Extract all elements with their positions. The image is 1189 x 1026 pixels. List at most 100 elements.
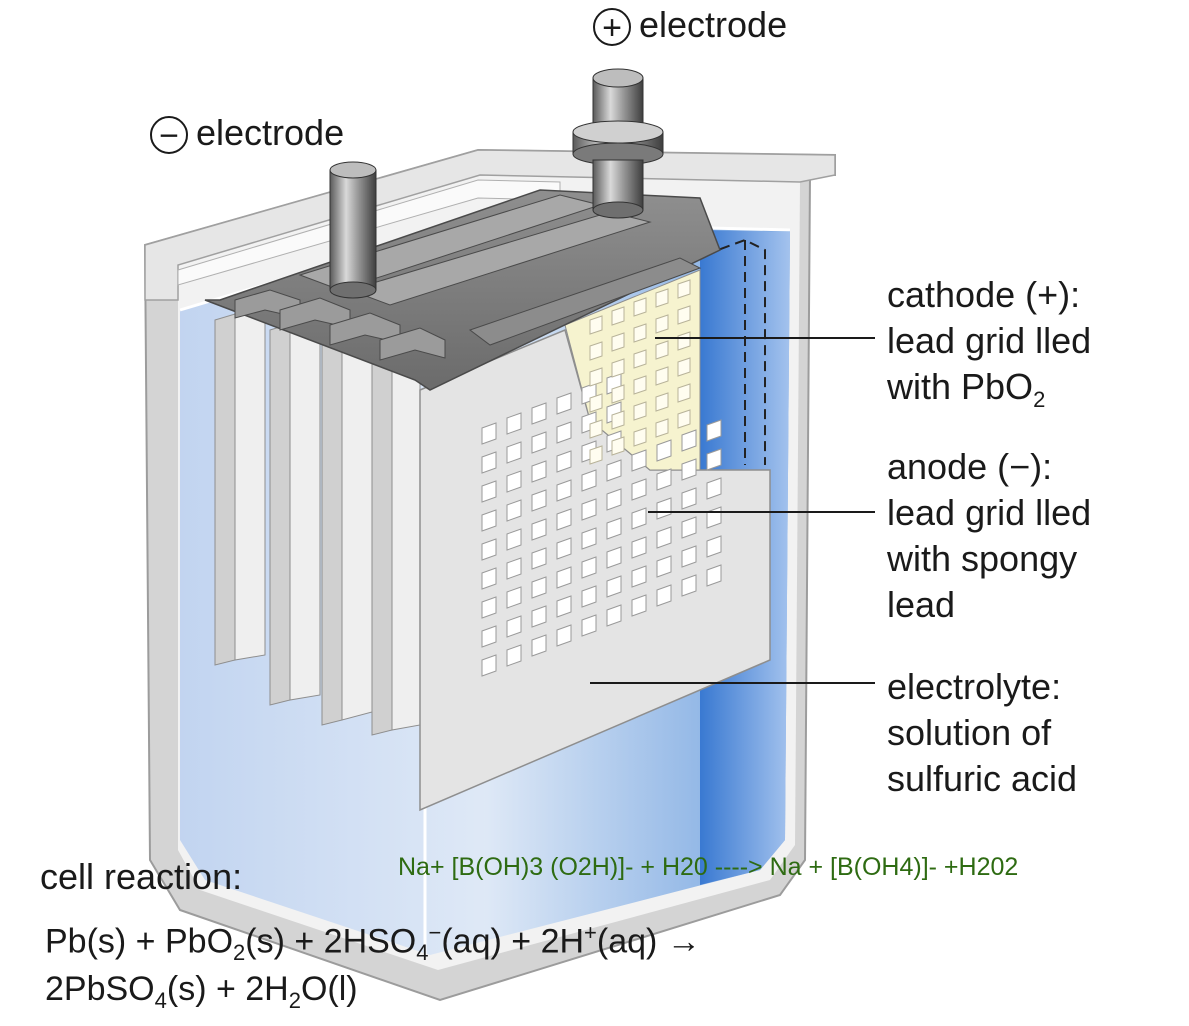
grid-cell xyxy=(589,367,603,387)
grid-cell xyxy=(611,358,625,378)
grid-cell xyxy=(633,297,647,317)
grid-cell xyxy=(656,555,672,578)
grid-cell xyxy=(506,412,522,435)
anode-label-line3: with spongy xyxy=(887,538,1078,579)
grid-cell xyxy=(706,419,722,442)
grid-cell xyxy=(655,392,669,412)
grid-cell xyxy=(706,564,722,587)
grid-cell xyxy=(506,557,522,580)
grid-cell xyxy=(556,421,572,444)
grid-cell xyxy=(611,436,625,456)
grid-cell xyxy=(556,508,572,531)
grid-cell xyxy=(481,422,497,445)
grid-cell xyxy=(531,518,547,541)
grid-cell xyxy=(631,536,647,559)
grid-cell xyxy=(655,314,669,334)
grid-cell xyxy=(481,480,497,503)
grid-cell xyxy=(581,614,597,637)
grid-cell xyxy=(631,449,647,472)
eq2-part-a: 2PbSO xyxy=(45,970,155,1008)
grid-cell xyxy=(677,305,691,325)
grid-cell xyxy=(581,469,597,492)
grid-cell xyxy=(681,429,697,452)
grid-cell xyxy=(633,349,647,369)
anode-label-line1: anode (−): xyxy=(887,446,1053,487)
grid-cell xyxy=(655,418,669,438)
grid-cell xyxy=(531,460,547,483)
grid-cell xyxy=(556,450,572,473)
grid-cell xyxy=(581,556,597,579)
grid-cell xyxy=(655,288,669,308)
grid-cell xyxy=(506,615,522,638)
grid-cell xyxy=(481,538,497,561)
grid-cell xyxy=(506,644,522,667)
negative-terminal xyxy=(329,161,377,299)
grid-cell xyxy=(506,528,522,551)
grid-cell xyxy=(611,410,625,430)
positive-electrode-label: +electrode xyxy=(593,4,788,47)
electrolyte-label: electrolyte: solution of sulfuric acid xyxy=(887,664,1077,802)
grid-cell xyxy=(531,634,547,657)
grid-cell xyxy=(506,499,522,522)
grid-cell xyxy=(481,509,497,532)
grid-cell xyxy=(556,537,572,560)
grid-cell xyxy=(633,427,647,447)
grid-cell xyxy=(589,341,603,361)
eq1-part-a: Pb(s) + PbO xyxy=(45,922,234,961)
eq2-part-c: O(l) xyxy=(300,970,358,1008)
grid-cell xyxy=(506,470,522,493)
grid-cell xyxy=(633,375,647,395)
eq1-sub-b: 4 xyxy=(416,940,429,966)
grid-cell xyxy=(633,401,647,421)
electrolyte-label-line2: solution of xyxy=(887,712,1052,753)
grid-cell xyxy=(481,451,497,474)
positive-electrode-text: electrode xyxy=(639,4,788,45)
cathode-grid xyxy=(589,279,691,465)
grid-cell xyxy=(531,431,547,454)
leader-lines xyxy=(590,337,875,684)
minus-sign-icon: − xyxy=(150,116,188,155)
cell-reaction-equation-line2: 2PbSO4(s) + 2H2O(l) xyxy=(45,970,358,1014)
grid-cell xyxy=(531,402,547,425)
grid-cell xyxy=(656,468,672,491)
grid-cell xyxy=(656,526,672,549)
grid-cell xyxy=(611,384,625,404)
grid-cell xyxy=(589,419,603,439)
eq1-part-d: (aq) → xyxy=(596,922,701,961)
grid-cell xyxy=(606,546,622,569)
grid-cell xyxy=(531,605,547,628)
negative-electrode-text: electrode xyxy=(196,112,345,153)
cathode-label-line3: with PbO2 xyxy=(887,364,1091,423)
plus-sign-icon: + xyxy=(593,8,631,47)
grid-cell xyxy=(606,488,622,511)
grid-cell xyxy=(655,366,669,386)
eq2-sub-b: 2 xyxy=(288,987,301,1013)
grid-cell xyxy=(656,584,672,607)
grid-cell xyxy=(656,439,672,462)
handwritten-reaction-note: Na+ [B(OH)3 (O2H)]- + H20 ----> Na + [B(… xyxy=(398,853,1019,881)
grid-cell xyxy=(681,487,697,510)
grid-cell xyxy=(656,497,672,520)
grid-cell xyxy=(655,340,669,360)
eq1-part-b: (s) + 2HSO xyxy=(245,922,417,961)
grid-cell xyxy=(706,477,722,500)
grid-cell xyxy=(681,574,697,597)
grid-cell xyxy=(606,459,622,482)
grid-cell xyxy=(556,595,572,618)
grid-cell xyxy=(677,331,691,351)
grid-cell xyxy=(633,323,647,343)
grid-cell xyxy=(631,594,647,617)
grid-cell xyxy=(589,445,603,465)
grid-cell xyxy=(631,565,647,588)
grid-cell xyxy=(481,654,497,677)
grid-cell xyxy=(606,604,622,627)
grid-cell xyxy=(611,332,625,352)
grid-cell xyxy=(481,567,497,590)
grid-cell xyxy=(681,458,697,481)
grid-cell xyxy=(481,596,497,619)
grid-cell xyxy=(631,507,647,530)
grid-cell xyxy=(606,517,622,540)
grid-cell xyxy=(677,409,691,429)
grid-cell xyxy=(581,585,597,608)
grid-cell xyxy=(531,576,547,599)
